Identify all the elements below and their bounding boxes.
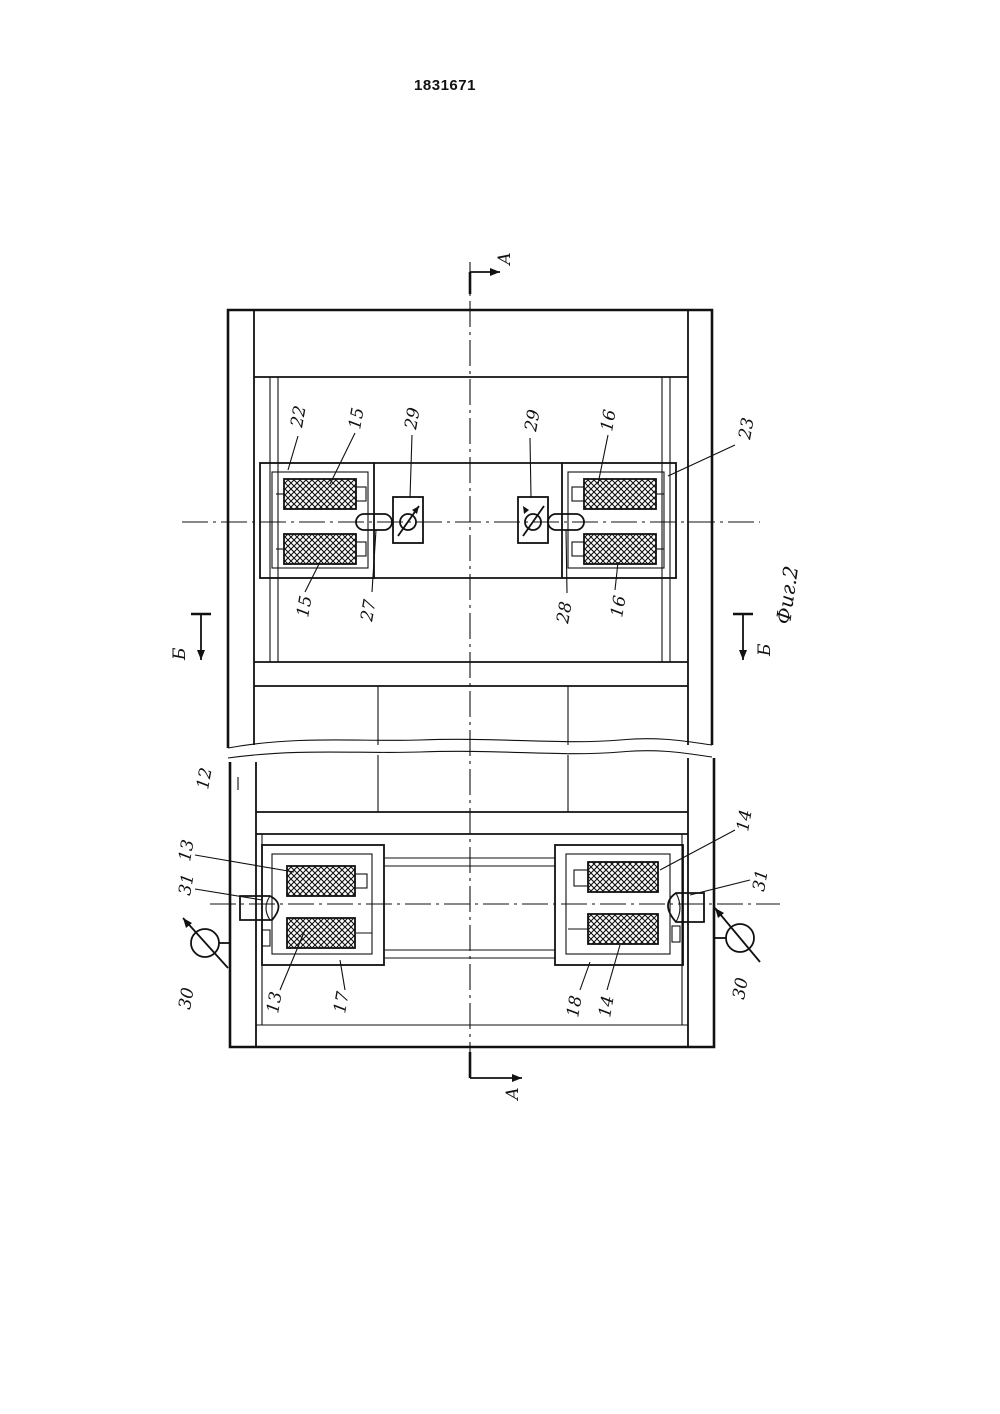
label-14-bottom: 14 xyxy=(595,994,618,1019)
gauge-30-right xyxy=(714,908,760,962)
label-17: 17 xyxy=(330,990,353,1015)
section-letter-a-top: А xyxy=(495,252,515,266)
clamp-31-right xyxy=(668,893,704,922)
label-13-top: 13 xyxy=(175,838,198,863)
label-29-right: 29 xyxy=(521,408,545,434)
gauge-30-left xyxy=(183,918,230,968)
label-15-top: 15 xyxy=(345,406,368,431)
label-30-left: 30 xyxy=(175,986,198,1011)
label-29-left: 29 xyxy=(401,406,425,432)
label-23: 23 xyxy=(735,416,759,442)
label-27: 27 xyxy=(357,598,381,624)
frame-lower xyxy=(230,755,714,1047)
label-22: 22 xyxy=(287,404,311,430)
block-22 xyxy=(260,463,392,578)
section-letter-a-bottom: А xyxy=(503,1087,523,1101)
label-28: 28 xyxy=(553,600,577,626)
figure-caption: Фиг.2 xyxy=(771,564,803,625)
section-mark-a-bottom xyxy=(470,1052,522,1082)
label-14-top: 14 xyxy=(733,808,756,833)
section-letter-b-right: Б xyxy=(755,643,775,657)
indicator-29-left xyxy=(393,497,423,543)
label-13-bottom: 13 xyxy=(263,990,286,1015)
label-12: 12 xyxy=(193,766,216,791)
section-mark-b-right xyxy=(733,614,753,660)
indicator-29-right xyxy=(518,497,548,543)
label-18: 18 xyxy=(563,994,586,1019)
label-16-bottom: 16 xyxy=(607,594,630,619)
section-mark-a-top xyxy=(470,268,500,294)
label-15-bottom: 15 xyxy=(293,594,316,619)
label-30-right: 30 xyxy=(729,976,752,1001)
label-31-left: 31 xyxy=(175,872,198,897)
block-17 xyxy=(262,845,384,965)
label-16-top: 16 xyxy=(597,408,620,433)
label-31-right: 31 xyxy=(749,868,772,893)
section-letter-b-left: Б xyxy=(170,647,190,661)
block-23 xyxy=(548,463,676,578)
section-mark-b-left xyxy=(191,614,211,660)
